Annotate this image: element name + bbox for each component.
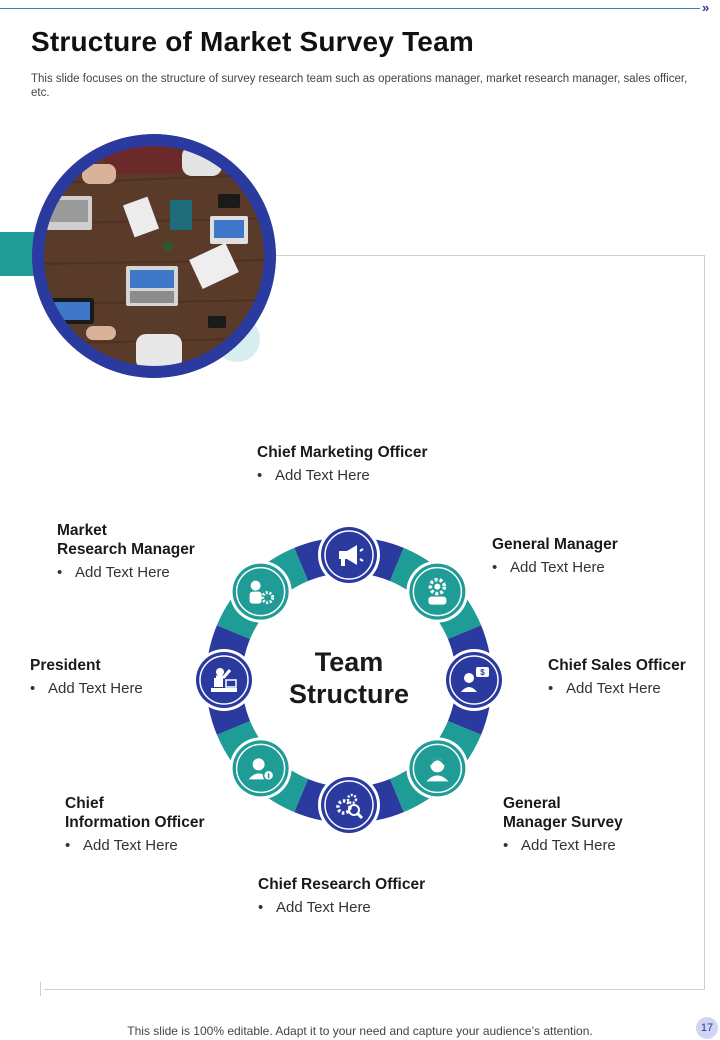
presenter-icon [193,649,255,711]
role-title: General Manager [492,536,618,553]
role-title-line1: Chief [65,795,104,812]
role-title-line2: Manager Survey [503,814,623,831]
role-title: Chief Research Officer [258,876,426,893]
center-label-line2: Structure [288,679,410,709]
role-bullet-text: Add Text Here [276,899,371,916]
svg-text:$: $ [480,668,485,677]
role-title-line2: Information Officer [65,814,205,831]
role-bullet: •Add Text Here [30,680,143,697]
content-frame [44,255,705,990]
center-label-line1: Team [314,647,384,677]
role-bullet: •Add Text Here [57,564,170,581]
footer-note: This slide is 100% editable. Adapt it to… [127,1024,593,1038]
team-desk-photo [32,134,276,378]
salesperson-dollar-icon: $ [443,649,505,711]
role-chief-information-officer: Chief Information Officer •Add Text Here [65,794,205,855]
double-chevron-icon: » [702,0,710,15]
role-title-line2: Research Manager [57,541,195,558]
role-bullet: •Add Text Here [492,559,605,576]
role-president: President •Add Text Here [30,656,143,698]
role-title: President [30,657,101,674]
center-label: Team Structure [264,646,434,710]
ring-nodes: $ [193,524,505,836]
role-bullet-text: Add Text Here [75,564,170,581]
role-general-manager-survey: General Manager Survey •Add Text Here [503,794,623,855]
role-title: Chief Sales Officer [548,657,686,674]
role-market-research-manager: Market Research Manager •Add Text Here [57,521,195,582]
role-title-line1: General [503,795,561,812]
top-rule [0,8,700,9]
page-number: 17 [696,1017,718,1039]
role-bullet-text: Add Text Here [510,559,605,576]
role-general-manager: General Manager •Add Text Here [492,535,618,577]
role-chief-sales-officer: Chief Sales Officer •Add Text Here [548,656,686,698]
role-title: Chief Marketing Officer [257,444,428,461]
user-info-icon [229,737,292,800]
megaphone-icon [318,524,380,586]
slide-title: Structure of Market Survey Team [31,26,474,57]
role-bullet-text: Add Text Here [521,837,616,854]
user-gear-icon [229,560,292,623]
ring-center [242,573,456,787]
gears-search-icon [318,774,380,836]
role-bullet: •Add Text Here [258,899,371,916]
support-agent-icon [406,737,469,800]
role-bullet-text: Add Text Here [48,680,143,697]
role-bullet-text: Add Text Here [83,837,178,854]
role-bullet-text: Add Text Here [275,467,370,484]
frame-tick [40,982,41,996]
role-bullet: •Add Text Here [548,680,661,697]
role-bullet: •Add Text Here [65,837,178,854]
role-bullet: •Add Text Here [257,467,370,484]
role-title-line1: Market [57,522,107,539]
gear-person-icon [406,560,469,623]
role-chief-research-officer: Chief Research Officer •Add Text Here [258,875,425,917]
role-bullet-text: Add Text Here [566,680,661,697]
slide-subtitle: This slide focuses on the structure of s… [31,73,688,99]
role-bullet: •Add Text Here [503,837,616,854]
role-chief-marketing-officer: Chief Marketing Officer •Add Text Here [257,443,428,485]
